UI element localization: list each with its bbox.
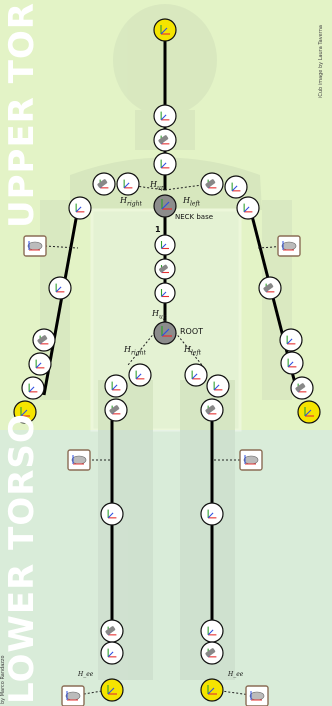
left-shoulder-3-frame <box>236 196 260 220</box>
left-hip-3-frame <box>200 398 224 422</box>
right-ankle-2-frame <box>100 641 124 665</box>
left-hip-2-frame <box>206 374 230 398</box>
neck-base-label: NECK base <box>175 213 214 221</box>
lower-torso-region <box>0 430 332 706</box>
actuator-boxes <box>23 235 301 706</box>
left-foot-end-effector <box>200 678 224 702</box>
upper-torso-label: UPPER TORSO <box>2 0 42 228</box>
joint-frames <box>21 104 314 665</box>
right-hand-end-effector <box>13 400 37 424</box>
right-foot-box <box>61 685 85 706</box>
left-elbow-frame <box>258 276 282 300</box>
left-hand-end-effector <box>297 400 321 424</box>
lower-torso-label: LOWER TORSO <box>2 413 42 704</box>
right-wrist-3-frame <box>21 376 45 400</box>
left-hip-1-frame <box>184 363 208 387</box>
connector-number: 1 <box>155 225 161 234</box>
right-ankle-1-frame <box>100 619 124 643</box>
right-wrist-2-frame <box>28 352 52 376</box>
left-knee-frame <box>200 502 224 526</box>
right-foot-frame: H_ee <box>228 671 244 678</box>
upper-h-up: Hup <box>150 180 165 192</box>
left-wrist-3-frame <box>290 376 314 400</box>
spine-joint-2-frame <box>154 258 176 280</box>
left-wrist-1-frame <box>279 328 303 352</box>
neck-joint-1-frame <box>153 104 177 128</box>
spine-joint-1-frame <box>154 234 176 256</box>
left-wrist-2-frame <box>280 351 304 375</box>
left-foot-box <box>245 685 269 706</box>
upper-h-right: Hright <box>120 196 142 208</box>
left-leg-box <box>239 449 263 471</box>
neck-joint-3-frame <box>153 152 177 176</box>
left-arm-box <box>277 235 301 257</box>
right-shoulder-3-frame <box>68 196 92 220</box>
left-shoulder-2-frame <box>224 175 248 199</box>
left-foot-frame: H_ee <box>78 671 94 678</box>
right-arm-box <box>23 235 47 257</box>
head-end-effector <box>153 18 177 42</box>
lower-h-right: Hright <box>124 345 146 357</box>
right-hip-2-frame <box>104 374 128 398</box>
left-ankle-2-frame <box>200 641 224 665</box>
right-shoulder-1-frame <box>116 172 140 196</box>
right-leg-box <box>67 449 91 471</box>
lower-h-up: Hup <box>152 309 167 321</box>
neck-joint-2-frame <box>153 128 177 152</box>
root-node <box>153 321 177 345</box>
upper-h-left: Hleft <box>183 196 201 208</box>
right-elbow-frame <box>48 276 72 300</box>
left-ankle-1-frame <box>200 619 224 643</box>
right-hip-3-frame <box>104 398 128 422</box>
spine-joint-3-frame <box>154 282 176 304</box>
left-shoulder-1-frame <box>200 172 224 196</box>
right-hip-1-frame <box>128 363 152 387</box>
author-credit: by Marco Randazzo <box>0 655 6 704</box>
image-credit: iCub image by Laura Taverna <box>318 25 324 98</box>
right-knee-frame <box>100 502 124 526</box>
right-foot-end-effector <box>100 678 124 702</box>
special-nodes <box>13 18 321 702</box>
right-wrist-1-frame <box>32 328 56 352</box>
root-label: ROOT <box>180 327 204 336</box>
right-shoulder-2-frame <box>92 172 116 196</box>
neck-base-node <box>153 194 177 218</box>
lower-h-left: Hleft <box>184 345 202 357</box>
